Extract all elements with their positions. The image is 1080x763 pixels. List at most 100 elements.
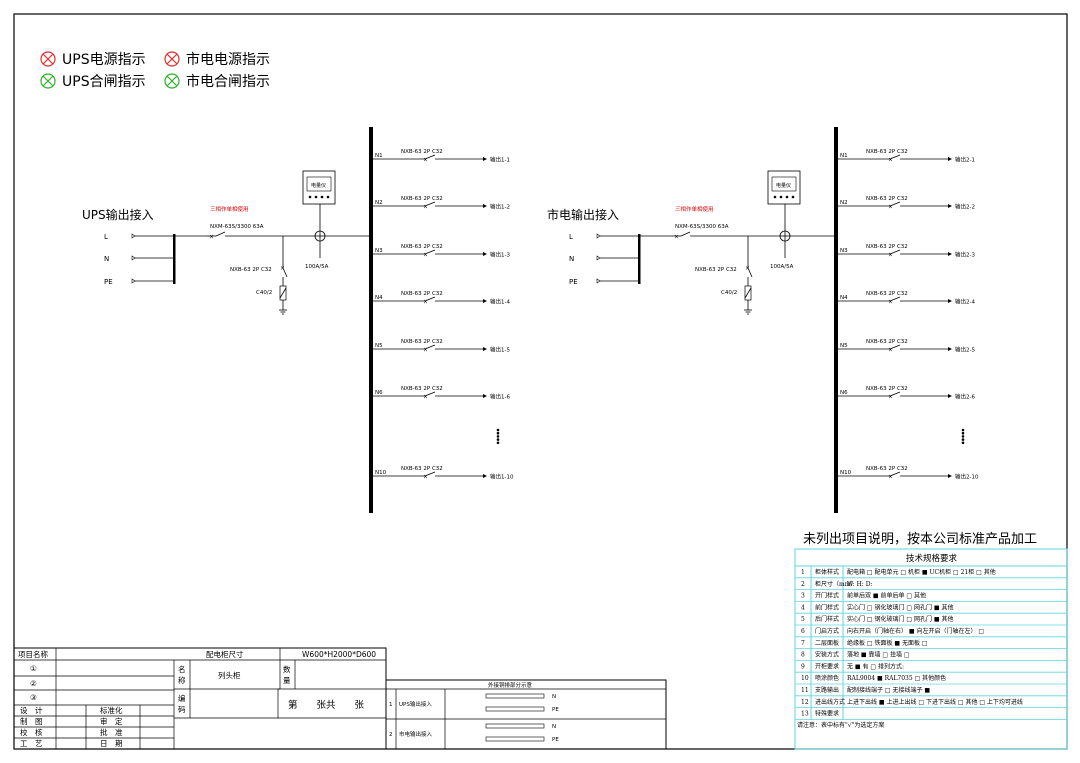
circuit-number: N1 bbox=[375, 153, 383, 159]
standard-label: 标准化 bbox=[100, 705, 123, 715]
terminal-l-arrow-icon bbox=[131, 233, 136, 239]
spec-row-name: 前门样式 bbox=[815, 603, 839, 611]
power-meter bbox=[302, 170, 336, 205]
copper-bar-n-label: N bbox=[552, 724, 556, 730]
copper-row-no: 1 bbox=[389, 702, 393, 708]
ellipsis-dot bbox=[961, 438, 965, 441]
power-meter-label: 电量仪 bbox=[776, 182, 791, 189]
terminal-pe-arrow-icon bbox=[131, 278, 136, 284]
spec-row-no: 12 bbox=[801, 699, 809, 706]
legend-ups-close: UPS合闸指示 bbox=[62, 74, 146, 90]
input-busbar bbox=[638, 234, 641, 284]
circuit-breaker-x-icon: × bbox=[888, 394, 893, 401]
input-title: 市电输出接入 bbox=[547, 207, 619, 222]
circuit-breaker-x-icon: × bbox=[423, 252, 428, 259]
terminal-n-label: N bbox=[569, 255, 574, 263]
circuit-output-label: 输出1-1 bbox=[490, 156, 510, 164]
circuit-output-label: 输出1-2 bbox=[490, 203, 510, 211]
ellipsis-dot bbox=[496, 431, 500, 435]
name-label-1: 名 bbox=[178, 664, 186, 674]
terminal-n-arrow-icon bbox=[596, 255, 601, 261]
power-meter-button-4 bbox=[791, 195, 795, 199]
circuit-arrow-icon bbox=[948, 252, 952, 256]
terminal-pe-label: PE bbox=[569, 278, 578, 286]
legend-mains-power: 市电电源指示 bbox=[186, 51, 270, 68]
power-meter-label: 电量仪 bbox=[311, 182, 326, 189]
date-label: 日 期 bbox=[100, 739, 123, 748]
circuit-breaker-blade bbox=[424, 154, 436, 160]
spec-row-name: 开门样式 bbox=[815, 592, 839, 600]
legend-mains-close: 市电合闸指示 bbox=[186, 73, 270, 90]
circuit-arrow-icon bbox=[483, 252, 487, 256]
revision-2: ② bbox=[30, 679, 37, 688]
circuit-arrow-icon bbox=[948, 204, 952, 208]
spec-row-no: 11 bbox=[801, 687, 809, 694]
spec-row-name: 后门样式 bbox=[815, 615, 839, 623]
circuit-breaker-blade bbox=[889, 249, 901, 255]
circuit-arrow-icon bbox=[948, 299, 952, 303]
terminal-n-label: N bbox=[104, 255, 109, 263]
spec-table-title: 技术规格要求 bbox=[906, 553, 958, 564]
ct-ratio: 100A/5A bbox=[305, 264, 329, 270]
draw-label: 制 图 bbox=[20, 716, 43, 726]
terminal-n-arrow-icon bbox=[131, 255, 136, 261]
spec-row-content: 向右开启（门轴在右） ■ 向左开启（门轴在左） □ bbox=[847, 627, 984, 635]
circuit-breaker-x-icon: × bbox=[888, 252, 893, 259]
spec-row-no: 10 bbox=[801, 675, 809, 682]
spec-row-no: 3 bbox=[801, 593, 805, 600]
copper-table-title: 外接铜排部分示意 bbox=[488, 681, 533, 689]
ellipsis-dot bbox=[961, 431, 965, 435]
circuit-output-label: 输出2-2 bbox=[955, 203, 975, 211]
circuit-breaker-x-icon: × bbox=[423, 204, 428, 211]
circuit-breaker-label: NXB-63 2P C32 bbox=[866, 386, 908, 392]
mains-power-indicator-icon bbox=[164, 51, 180, 67]
circuit-breaker-x-icon: × bbox=[423, 347, 428, 354]
ellipsis-dot bbox=[496, 438, 500, 441]
ellipsis-dot bbox=[496, 441, 500, 445]
circuit-breaker-blade bbox=[889, 154, 901, 160]
circuit-breaker-blade bbox=[424, 201, 436, 207]
circuit-number: N10 bbox=[840, 470, 852, 476]
circuit-breaker-blade bbox=[889, 344, 901, 350]
sheet-count: 第 张共 张 bbox=[288, 699, 365, 711]
circuit-breaker-blade bbox=[889, 391, 901, 397]
circuit-number: N1 bbox=[840, 153, 848, 159]
single-phase-note: 三相作单相使用 bbox=[675, 205, 714, 213]
craft-label: 工 艺 bbox=[20, 739, 43, 748]
code-label-1: 编 bbox=[178, 693, 186, 703]
copper-bar-pe-label: PE bbox=[552, 707, 559, 713]
circuit-number: N2 bbox=[840, 200, 848, 206]
circuit-breaker-x-icon: × bbox=[423, 299, 428, 306]
spec-row-content: 落地 ■ 靠墙 □ 挂墙 □ bbox=[847, 651, 910, 659]
power-meter-button-1 bbox=[773, 195, 777, 199]
circuit-breaker-label: NXB-63 2P C32 bbox=[401, 149, 443, 155]
main-breaker-label: NXM-63S/3300 63A bbox=[210, 224, 264, 230]
circuit-breaker-blade bbox=[424, 471, 436, 477]
spec-row-no: 6 bbox=[801, 628, 805, 635]
spec-row-content: RAL9004 ■ RAL7035 □ 其他颜色 bbox=[847, 674, 946, 682]
copper-bar-pe bbox=[485, 706, 545, 712]
spec-row-no: 4 bbox=[801, 604, 805, 611]
circuit-breaker-label: NXB-63 2P C32 bbox=[866, 339, 908, 345]
output-busbar bbox=[369, 127, 373, 513]
power-meter-button-4 bbox=[326, 195, 330, 199]
revision-1: ① bbox=[30, 664, 37, 673]
circuit-output-label: 输出1-4 bbox=[490, 298, 510, 306]
output-busbar bbox=[834, 127, 838, 513]
spec-row-name: 开柜要求 bbox=[815, 662, 839, 670]
circuit-number: N10 bbox=[375, 470, 387, 476]
spec-row-name: 安装方式 bbox=[815, 651, 839, 659]
circuit-breaker-label: NXB-63 2P C32 bbox=[866, 244, 908, 250]
circuit-arrow-icon bbox=[483, 157, 487, 161]
ellipsis-dot bbox=[961, 428, 965, 432]
circuit-breaker-x-icon: × bbox=[888, 204, 893, 211]
main-breaker-blade bbox=[215, 231, 226, 237]
name-label-2: 称 bbox=[178, 675, 186, 685]
circuit-output-label: 输出1-10 bbox=[490, 473, 514, 481]
power-meter-button-2 bbox=[314, 195, 318, 199]
spec-row-name: 进出线方式 bbox=[815, 698, 845, 706]
copper-bar-pe-label: PE bbox=[552, 737, 559, 743]
